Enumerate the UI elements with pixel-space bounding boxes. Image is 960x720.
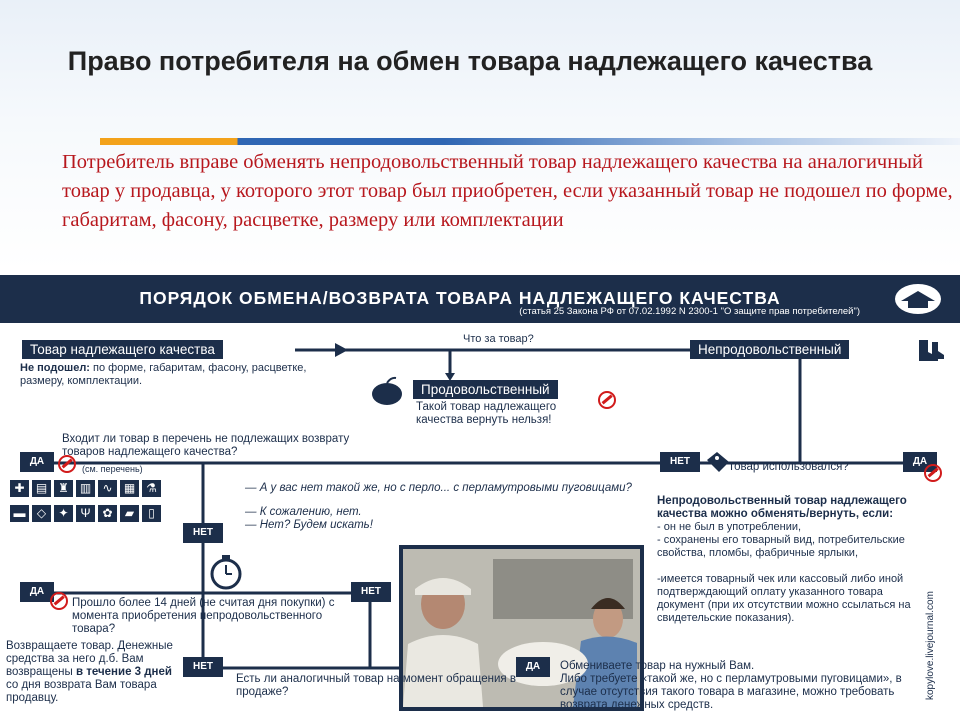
prohibited-icon: [924, 464, 942, 482]
construction-icon: ▦: [120, 480, 139, 497]
shoes-icon: [916, 338, 946, 363]
question-analog: Есть ли аналогичный товар на момент обра…: [236, 673, 516, 698]
animals-icon: ✿: [98, 505, 117, 522]
condition-receipt: -имеется товарный чек или кассовый либо …: [657, 573, 911, 624]
car-icon: ▰: [120, 505, 139, 522]
consumer-rights-logo: [893, 282, 943, 316]
not-fit-label: Не подошел:: [20, 362, 90, 374]
perfume-icon: ♜: [54, 480, 73, 497]
not-fit-text: по форме, габаритам, фасону, расцветке, …: [20, 362, 307, 387]
cutlery-icon: Ψ: [76, 505, 95, 522]
dialog-line-2: — К сожалению, нет.: [245, 506, 362, 518]
poster-header-band: [0, 275, 960, 323]
slide-background: [0, 0, 960, 270]
book-icon: ▯: [142, 505, 161, 522]
furniture-icon: ▬: [10, 505, 29, 522]
prohibited-icon: [58, 455, 76, 473]
stopwatch-icon: [207, 553, 245, 591]
question-what-goods: Что за товар?: [463, 333, 534, 345]
tag-yes-1: ДА: [20, 452, 54, 472]
return-deadline: в течение 3 дней: [75, 666, 172, 678]
photo-content: [403, 549, 640, 707]
question-in-list: Входит ли товар в перечень не подлежащих…: [62, 433, 350, 458]
source-credit: kopylove.livejournal.com: [925, 591, 936, 700]
slide-title: Право потребителя на обмен товара надлеж…: [67, 46, 873, 76]
dialog-line-1: — А у вас нет такой же, но с перло... с …: [245, 482, 632, 494]
condition-not-used: - он не был в употреблении,: [657, 521, 802, 533]
exchange-result-2: Либо требуете «такой же, но с перламутро…: [560, 673, 902, 711]
dialog-line-3: — Нет? Будем искать!: [245, 519, 373, 531]
tag-no-3: НЕТ: [351, 582, 391, 602]
see-list-note: (см. перечень): [82, 464, 143, 474]
poster-subtitle: (статья 25 Закона РФ от 07.02.1992 N 230…: [519, 306, 860, 317]
return-text-a: Возвращаете товар. Денежные средства за …: [6, 640, 173, 678]
not-fit-note: Не подошел: по форме, габаритам, фасону,…: [20, 362, 320, 388]
question-used: Товар использовался?: [728, 461, 849, 473]
flow-connectors: [30, 343, 920, 670]
intro-text: Потребитель вправе обменять непродовольс…: [62, 151, 953, 231]
price-tag-icon: [705, 450, 731, 474]
non-returnable-icons: ✚ ▤ ♜ ▥ ∿ ▦ ⚗ ▬ ◇ ✦ Ψ ✿ ▰ ▯: [10, 480, 161, 536]
weapon-icon: ✦: [54, 505, 73, 522]
tag-no-1: НЕТ: [660, 452, 700, 472]
condition-appearance: - сохранены его товарный вид, потребител…: [657, 534, 905, 559]
question-14-days: Прошло более 14 дней (не считая дня поку…: [72, 597, 335, 635]
node-goods-quality: Товар надлежащего качества: [22, 340, 223, 359]
node-food: Продовольственный: [413, 380, 558, 399]
medicine-icon: ✚: [10, 480, 29, 497]
exchange-result-1: Обмениваете товар на нужный Вам.: [560, 660, 755, 672]
movie-still-photo: [399, 545, 644, 711]
return-text-c: со дня возврата Вам товара продавцу.: [6, 679, 157, 704]
prohibited-icon: [598, 391, 616, 409]
chemicals-icon: ⚗: [142, 480, 161, 497]
poster-title: ПОРЯДОК ОБМЕНА/ВОЗВРАТА ТОВАРА НАДЛЕЖАЩЕ…: [139, 288, 781, 308]
title-divider: [100, 138, 960, 145]
cable-icon: ∿: [98, 480, 117, 497]
linen-icon: ▤: [32, 480, 51, 497]
prohibited-icon: [50, 592, 68, 610]
fabric-icon: ▥: [76, 480, 95, 497]
tag-no-2: НЕТ: [183, 523, 223, 543]
tag-yes-4: ДА: [516, 657, 550, 677]
tag-no-4: НЕТ: [183, 657, 223, 677]
tag-yes-3: ДА: [20, 582, 54, 602]
conditions-title: Непродовольственный товар надлежащего ка…: [657, 495, 907, 520]
food-note: Такой товар надлежащего качества вернуть…: [416, 401, 557, 426]
apple-icon: [370, 376, 404, 406]
jewelry-icon: ◇: [32, 505, 51, 522]
node-non-food: Непродовольственный: [690, 340, 850, 359]
return-result: Возвращаете товар. Денежные средства за …: [6, 640, 184, 705]
